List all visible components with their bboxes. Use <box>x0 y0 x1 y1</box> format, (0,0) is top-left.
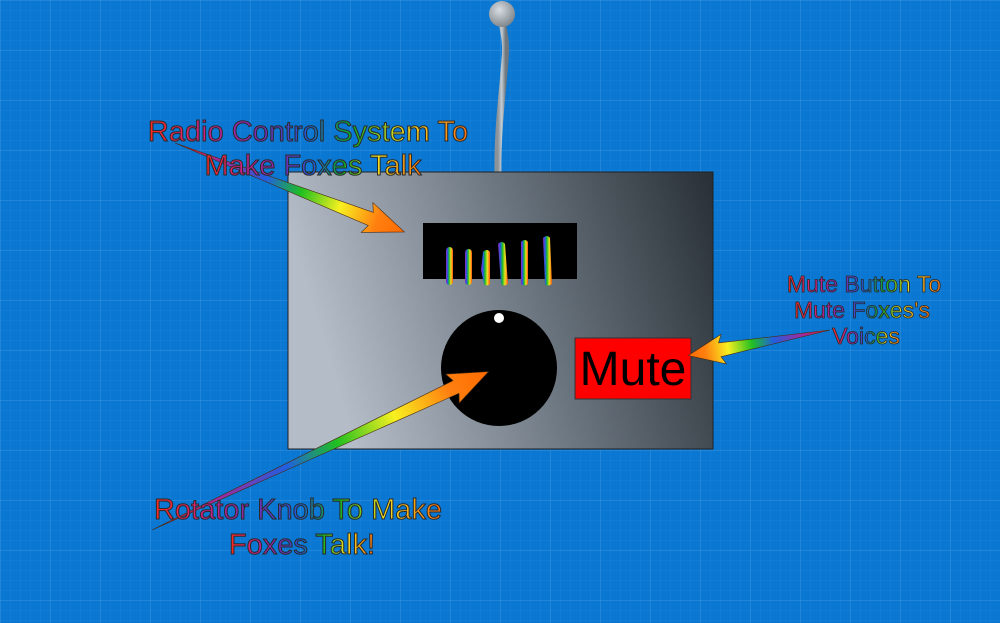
antenna-ball <box>489 1 515 27</box>
mute-label-line3: Voices <box>832 323 900 349</box>
radio-label-line1: Radio Control System To <box>148 116 468 148</box>
mute-label-line2: Mute Foxes's <box>794 297 930 323</box>
arrow-to-speaker <box>174 142 406 233</box>
speaker-window <box>423 223 577 286</box>
radio-label-line2: Make Foxes Talk <box>204 150 422 182</box>
knob-label-line1: Rotator Knob To Make <box>154 494 442 526</box>
knob-label-line2: Foxes Talk! <box>229 529 375 561</box>
arrow-to-knob <box>151 371 490 531</box>
mute-label-line1: Mute Button To <box>787 271 941 297</box>
antenna <box>489 1 515 182</box>
mute-button-label: Mute <box>580 343 687 396</box>
mute-button[interactable]: Mute <box>574 337 692 400</box>
arrow-to-mute <box>687 329 831 365</box>
knob-indicator-dot <box>494 313 504 323</box>
rotator-knob[interactable] <box>441 310 557 426</box>
